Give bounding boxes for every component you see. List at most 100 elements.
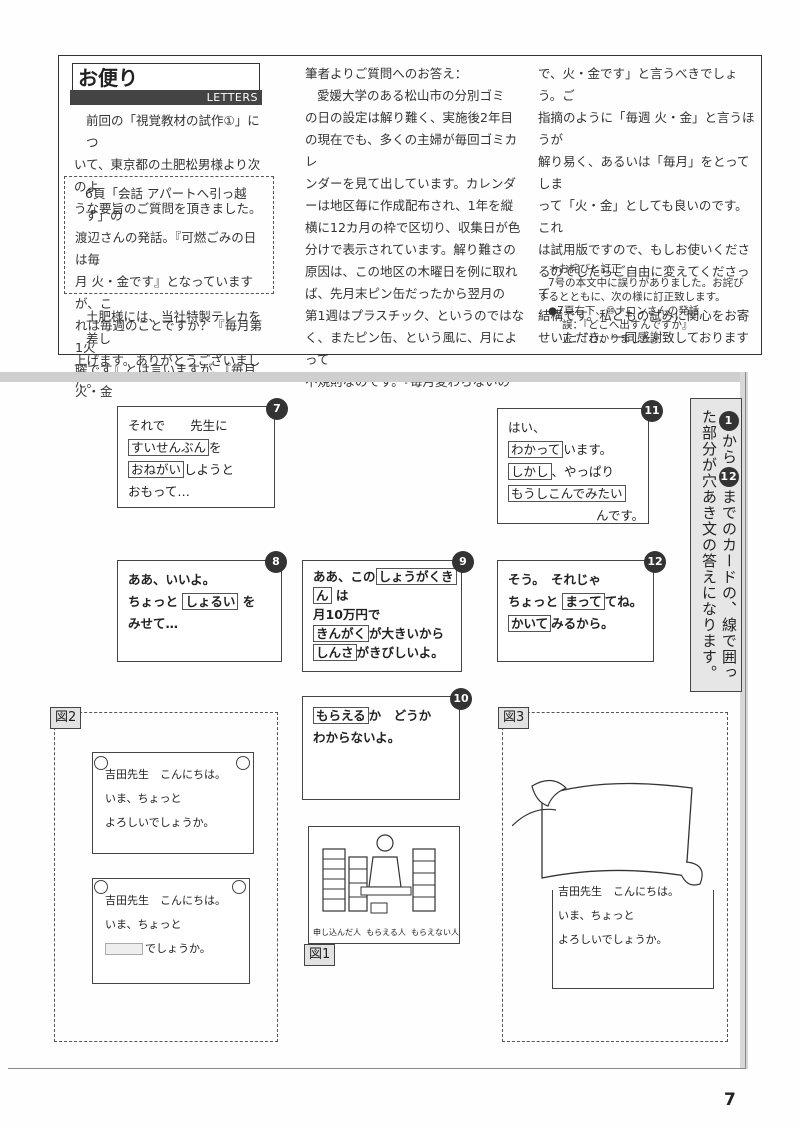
card-number-9: 9	[452, 551, 474, 573]
card-text: か どうか	[368, 708, 432, 723]
correction-title: ＊お詫びと訂正	[548, 263, 622, 275]
card-text: は	[335, 588, 349, 603]
answer-explanation-text: 1から12までのカードの、線で囲った部分が穴あき文の答えになります。	[695, 409, 739, 689]
hand-holding-paper-icon	[512, 779, 703, 886]
correction-note: ＊お詫びと訂正 7号の本文中に誤りがありました。お詫び するとともに、次の様に訂…	[538, 262, 758, 346]
figure-3	[502, 712, 728, 1042]
note-line: よろしいでしょうか。	[105, 816, 215, 829]
page-number: 7	[724, 1090, 736, 1110]
card-line: ちょっと まっててね。	[508, 591, 643, 613]
letters-intro: 前回の「視覚教材の試作①」につ いて、東京都の土肥松男様より次のよ うな要旨のご…	[74, 110, 269, 220]
note-line: でしょうか。	[105, 937, 237, 961]
figure-3-label: 図3	[498, 707, 530, 729]
text-line: 渡辺さんの発話。『可燃ごみの日は毎	[75, 230, 257, 267]
answer-box: おねがい	[128, 461, 185, 478]
text-line: うな要旨のご質問を頂きました。	[74, 201, 262, 216]
text-line: せいただき、一同感謝致しております	[538, 330, 749, 345]
text-line: く、またピン缶、という風に、月によって	[305, 330, 518, 367]
pin-icon	[94, 880, 108, 894]
text-line: 前回の「視覚教材の試作①」につ	[86, 113, 260, 150]
card-line: んです。	[596, 508, 645, 523]
text-line: れは毎週のことですか？『毎月第1火	[75, 318, 263, 355]
side-number-12: 12	[719, 467, 739, 487]
text-line: いて、東京都の土肥松男様より次のよ	[74, 157, 261, 194]
question-box: 6頁「会話 アパートへ引っ越す」の 渡辺さんの発話。『可燃ごみの日は毎 月 火・…	[64, 176, 274, 399]
card-10: もらえるか どうか わからないよ。	[302, 696, 460, 800]
card-8: ああ、いいよ。 ちょっと しょるい を みせて…	[117, 560, 282, 662]
letters-thanks: 土肥様には、当社特製テレカを差し 上げます。ありがとうございました。	[74, 306, 269, 394]
card-line: ああ、いいよ。	[128, 572, 216, 587]
text-line: 7号の本文中に誤りがありました。お詫び	[548, 277, 744, 289]
letters-title: お便り	[72, 63, 260, 91]
card-text: ちょっと	[128, 594, 179, 609]
card-number-12: 12	[644, 551, 666, 573]
answer-column-1: 筆者よりご質問へのお答え： 愛媛大学のある松山市の分別ゴミ の日の設定は解り難く…	[305, 63, 527, 393]
answer-box: きんがく	[313, 625, 370, 642]
card-text: がきびしいよ。	[356, 645, 444, 660]
card-text: てね。	[604, 594, 643, 609]
answer-box: しょうがくき	[375, 568, 457, 585]
note-line: よろしいでしょうか。	[558, 933, 668, 946]
text-line: ●7頁右下、⑩ナロンさんの発話	[548, 305, 700, 317]
answer-box: しんさ	[313, 644, 357, 661]
card-line: ん は	[313, 586, 451, 605]
card-11: はい、 わかっています。 しかし、やっぱり もうしこんでみたい んです。	[497, 408, 649, 524]
text-line: 分けで表示されています。解り難さの	[305, 242, 516, 257]
text-line: って「火・金」としても良いのです。これ	[538, 198, 748, 235]
caption-receivers: もらえる人	[366, 928, 406, 937]
text-line: 筆者よりご質問へのお答え：	[305, 66, 468, 81]
text-line: 指摘のように「毎週 火・金」と言うほうが	[538, 110, 755, 147]
letters-header: お便り LETTERS	[70, 63, 262, 105]
card-text: います。	[563, 442, 613, 457]
card-number-7: 7	[266, 398, 288, 420]
card-line: おねがいしようと	[128, 459, 264, 481]
figure-2	[54, 712, 278, 1042]
answer-box: すいせんぶん	[128, 439, 210, 456]
answer-box: かいて	[508, 615, 552, 632]
card-line: わかっています。	[508, 439, 638, 461]
note-text: でしょうか。	[145, 942, 211, 955]
pin-icon	[236, 756, 250, 770]
text-line: 土肥様には、当社特製テレカを差し	[86, 309, 262, 346]
card-line: わからないよ。	[313, 730, 401, 745]
card-line: ああ、このしょうがくき	[313, 567, 457, 586]
card-line: おもって…	[128, 484, 190, 499]
note-line: 吉田先生 こんにちは。	[105, 768, 226, 781]
card-7: それで 先生に すいせんぶんを おねがいしようと おもって…	[117, 406, 275, 508]
text-line: で、火・金です」と言うべきでしょう。ご	[538, 66, 738, 103]
paper-sheet	[552, 890, 714, 989]
card-text: ちょっと	[508, 594, 559, 609]
text-line: するとともに、次の様に訂正致します。	[538, 291, 726, 303]
caption-applicants: 申し込んだ人	[313, 928, 361, 937]
text-line: 横に12カ月の枠で区切り、収集日が色	[305, 220, 521, 235]
caption-non-receivers: もらえない人	[410, 928, 459, 937]
card-line: しかし、やっぱり	[508, 461, 638, 483]
answer-box: しょるい	[182, 593, 239, 610]
blank-box	[105, 943, 143, 955]
note-line: 吉田先生 こんにちは。	[558, 885, 679, 898]
answer-box: もうしこんでみたい	[508, 485, 626, 502]
card-text: が大きいから	[369, 626, 445, 641]
answer-column-2: で、火・金です」と言うべきでしょう。ご 指摘のように「毎週 火・金」と言うほうが…	[538, 63, 758, 349]
sticky-note-2: 吉田先生 こんにちは。 いま、ちょっと でしょうか。	[92, 878, 250, 984]
card-text: しようと	[184, 462, 235, 477]
text-line: 第1週はプラスチック、というのではな	[305, 308, 525, 323]
card-number-10: 10	[450, 688, 472, 710]
card-text: 、やっぱり	[551, 464, 615, 479]
side-text-a: から	[720, 433, 738, 465]
card-line: すいせんぶんを	[128, 437, 264, 459]
card-line: もうしこんでみたい	[508, 483, 638, 505]
answer-box: もらえる	[313, 707, 369, 724]
panel-top-shadow	[0, 372, 746, 382]
card-text: ああ、この	[313, 569, 376, 584]
people-illustration-icon	[322, 834, 436, 914]
text-line: るのでしたらご自由に変えてくださって	[538, 264, 750, 301]
letters-box	[58, 55, 762, 355]
note-line: いま、ちょっと	[105, 918, 182, 931]
text-line: 愛媛大学のある松山市の分別ゴミ	[317, 88, 505, 103]
text-line: 原因は、この地区の木曜日を例に取れ	[305, 264, 518, 279]
text-line: は試用版ですので、もしお使いくださ	[538, 242, 751, 257]
side-text-b: までのカードの、線で囲った部分が穴あき文の答えになります。	[700, 409, 738, 681]
card-line: みせて…	[128, 616, 179, 631]
text-line: ーは地区毎に作成配布され、1年を縦	[305, 198, 514, 213]
